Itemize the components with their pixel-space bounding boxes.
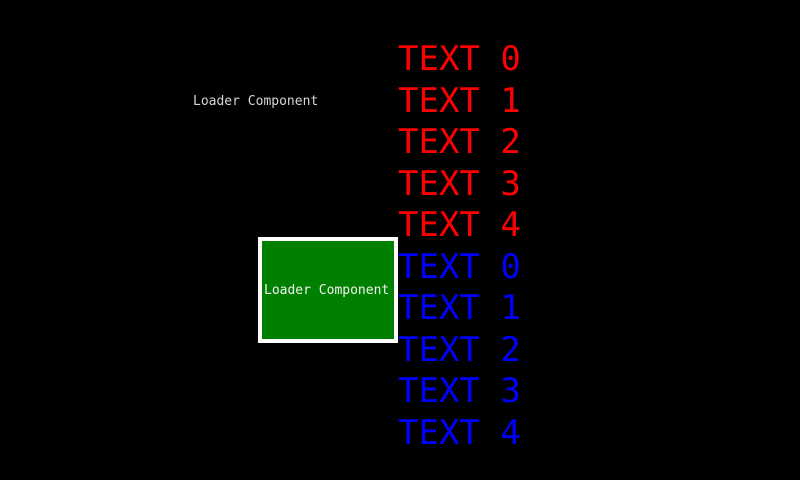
- text-row-red-1: TEXT 1: [398, 80, 521, 121]
- text-row-blue-7: TEXT 2: [398, 329, 521, 370]
- text-row-blue-6: TEXT 1: [398, 288, 521, 328]
- text-row-red-2: TEXT 2: [398, 122, 521, 162]
- loader-component-label-top: Loader Component: [193, 94, 319, 109]
- text-row-blue-9: TEXT 4: [398, 412, 521, 453]
- text-row-red-4: TEXT 4: [398, 205, 521, 245]
- loader-component-box[interactable]: Loader Component: [258, 237, 398, 343]
- loader-component-box-label: Loader Component: [264, 283, 390, 298]
- text-row-blue-8: TEXT 3: [398, 371, 521, 411]
- text-row-red-0: TEXT 0: [398, 39, 521, 79]
- text-row-red-3: TEXT 3: [398, 163, 521, 204]
- text-row-blue-5: TEXT 0: [398, 246, 521, 287]
